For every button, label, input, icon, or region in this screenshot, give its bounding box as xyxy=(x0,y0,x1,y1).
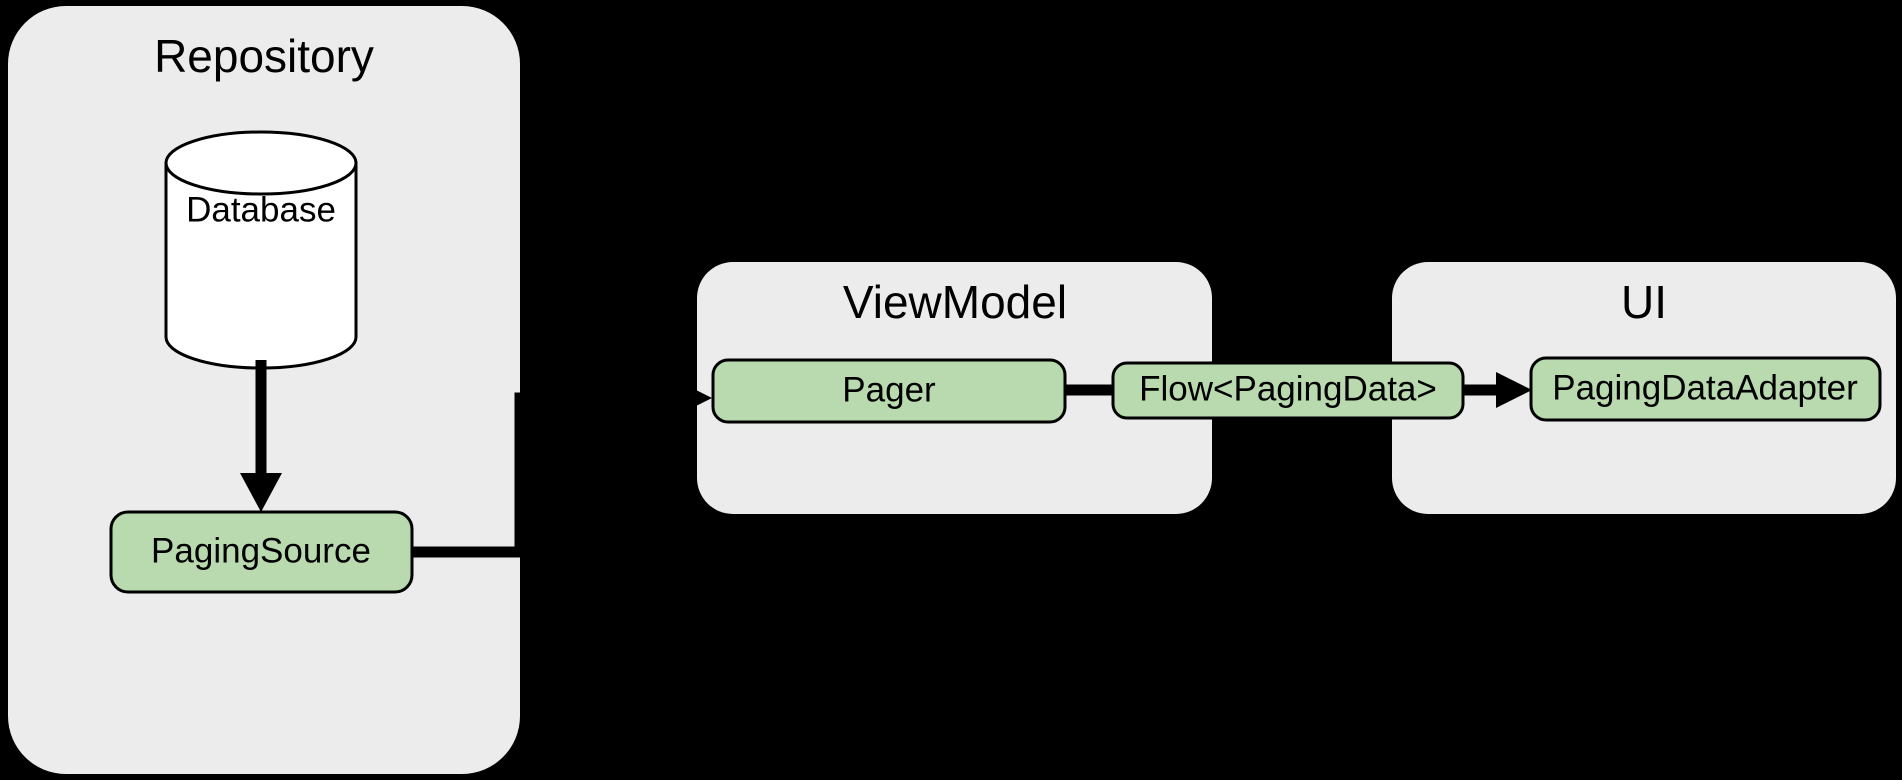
paging-data-adapter-box xyxy=(1529,356,1882,422)
pager-box xyxy=(711,358,1067,424)
flow-paging-data-label: Flow<PagingData> xyxy=(1139,369,1437,408)
node-flow-paging-data[interactable]: Flow<PagingData> xyxy=(1111,361,1465,420)
node-database[interactable]: Database xyxy=(164,130,358,370)
paging-data-adapter-label: PagingDataAdapter xyxy=(1552,368,1858,407)
edge-paging-source-to-pager-line xyxy=(412,392,700,558)
paging-source-label: PagingSource xyxy=(151,531,371,570)
database-label: Database xyxy=(186,190,336,229)
node-pager[interactable]: Pager xyxy=(711,358,1067,424)
database-cylinder-top xyxy=(164,130,358,196)
pager-label: Pager xyxy=(842,370,936,409)
node-paging-data-adapter[interactable]: PagingDataAdapter xyxy=(1529,356,1882,422)
group-viewmodel-label: ViewModel xyxy=(843,276,1067,328)
group-repository-label: Repository xyxy=(154,30,374,82)
edge-flow-to-adapter-arrowhead xyxy=(1496,372,1532,408)
edge-database-to-paging-source-arrowhead xyxy=(240,473,282,512)
edge-paging-source-to-pager-arrowhead xyxy=(676,380,712,416)
edge-database-to-paging-source xyxy=(240,360,282,512)
node-paging-source[interactable]: PagingSource xyxy=(109,510,414,594)
flow-paging-data-box xyxy=(1111,361,1465,420)
group-ui-label: UI xyxy=(1621,276,1667,328)
paging-source-box xyxy=(109,510,414,594)
edge-paging-source-to-pager xyxy=(412,380,712,558)
edge-flow-to-adapter xyxy=(1460,372,1532,408)
